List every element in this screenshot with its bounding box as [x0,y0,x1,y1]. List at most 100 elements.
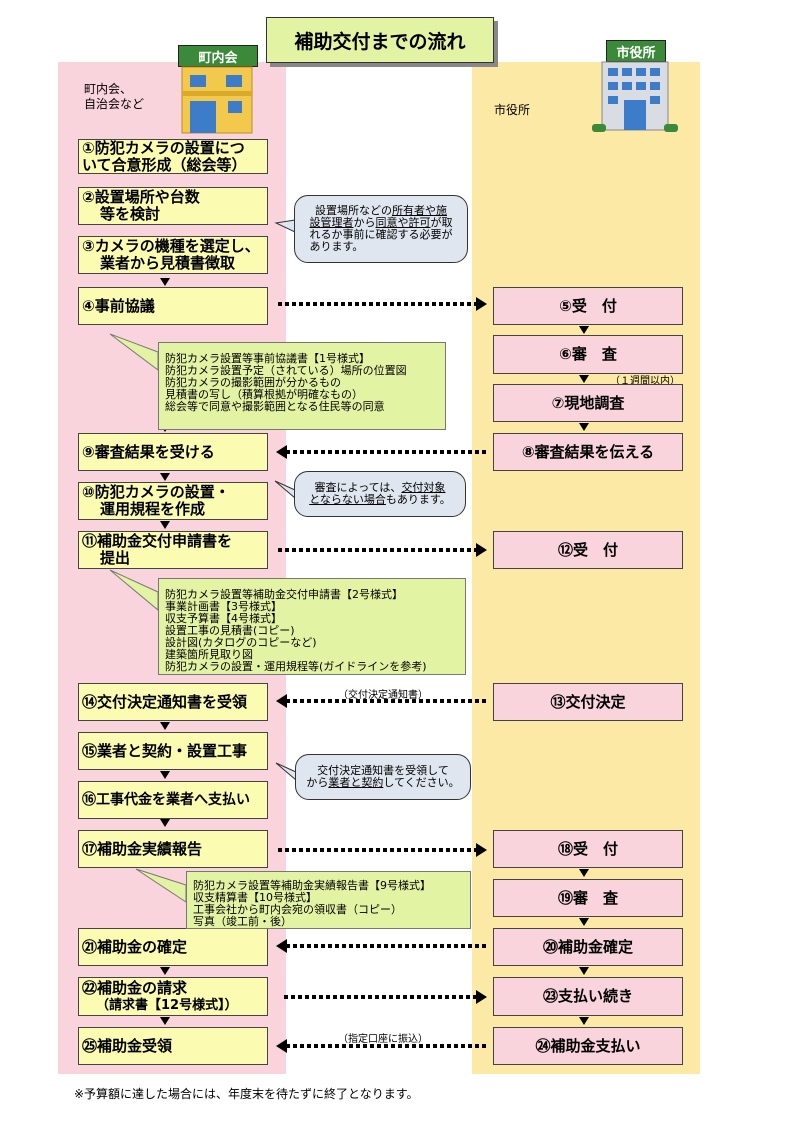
step-16-pay-contractor: ⑯工事代金を業者へ支払い [78,781,268,819]
step-11-submit-application: ⑪補助金交付申請書を提出 [78,531,268,569]
down-arrow-15 [160,722,170,730]
bubble-1-line2c: が取 [430,216,453,229]
step-11-line1: ⑪補助金交付申請書を [82,532,233,550]
note-2-line4: 設置工事の見積書(コピー) [165,624,295,637]
applicant-lane-label-line1: 町内会、 [84,82,133,96]
note-report-documents: 防犯カメラ設置等補助金実績報告書【9号様式】 収支精算書【10号様式】 工事会社… [186,871,471,929]
note-3-line3: 工事会社から町内会宛の領収書（コピー） [193,903,402,916]
step-23-payment-procedure: ㉓支払い続き [493,977,683,1016]
bubble-1-line3: れるか事前に確認する必要が [309,228,453,241]
step-6-review: ⑥審 査 [493,335,683,374]
step-2-line2: 等を検討 [100,205,161,223]
note-3-line1: 防犯カメラ設置等補助金実績報告書【9号様式】 [193,879,431,892]
bubble-1-line1u: 所有者や施 [392,204,447,217]
bubble-1-line2u2: 同意や許可 [375,216,431,229]
note-2-line2: 事業計画書【3号様式】 [165,600,282,613]
down-arrow-23 [579,967,589,975]
step-3-camera-selection: ③カメラの機種を選定し、業者から見積書徴取 [78,236,268,274]
step-3-line2: 業者から見積書徴取 [100,254,236,272]
city-office-sign: 市役所 [606,40,666,62]
note-prior-consultation-documents: 防犯カメラ設置等事前協議書【1号様式】 防犯カメラ設置予定（されている）場所の位… [158,342,446,430]
note-1-line3: 防犯カメラの撮影範囲が分かるもの [165,376,341,389]
step-18-reception: ⑱受 付 [493,830,683,868]
note-1-line5: 総会等で同意や撮影範囲となる住民等の同意 [165,400,385,413]
applicant-lane-label: 町内会、 自治会など [84,82,144,112]
note-2-line5: 設計図(カタログのコピーなど) [165,636,317,649]
step-5-reception: ⑤受 付 [493,287,683,325]
note-2-line1: 防犯カメラ設置等補助金交付申請書【2号様式】 [165,588,403,601]
city-office-lane-label: 市役所 [494,103,531,117]
step-22-line1: ㉒補助金の請求 [82,978,188,997]
step-17-performance-report: ⑰補助金実績報告 [78,830,268,868]
step-1-line1: ①防犯カメラの設置につ [82,138,245,157]
step-4-prior-consultation: ④事前協議 [78,287,268,325]
bubble-owner-permission: 設置場所などの所有者や施 設管理者から同意や許可が取 れるか事前に確認する必要が… [294,195,468,263]
step-1-consensus: ①防犯カメラの設置について合意形成（総会等） [78,139,268,174]
step-10-line2: 運用規程を作成 [100,500,206,518]
note-3-line2: 収支精算書【10号様式】 [193,891,317,904]
note-1-line1: 防犯カメラ設置等事前協議書【1号様式】 [165,352,370,365]
down-arrow-22 [160,967,170,975]
down-arrow-7 [579,375,589,383]
down-arrow-8 [579,423,589,431]
down-arrow-6 [579,326,589,334]
bubble-1-line2u1: 設管理者 [309,216,354,229]
down-arrow-4 [160,278,170,286]
step-1-line2: いて合意形成（総会等） [82,155,247,174]
bubble-1-line4: あります。 [309,240,364,253]
community-hall-sign: 町内会 [178,45,258,67]
bubble-2-line1a: 審査によっては、 [314,481,402,494]
bubble-2-line2u: とならない場合 [309,493,386,506]
down-arrow-19 [579,869,589,877]
step-21-subsidy-confirmed: ㉑補助金の確定 [78,928,268,966]
community-hall-icon: 町内会 [176,45,262,135]
down-arrow-20 [579,918,589,926]
step-22-subsidy-request: ㉒補助金の請求（請求書【12号様式】） [78,977,268,1016]
step-25-receive-subsidy: ㉕補助金受領 [78,1027,268,1065]
applicant-lane-label-line2: 自治会など [84,97,145,111]
step-12-reception: ⑫受 付 [493,531,683,569]
step-7-site-survey: ⑦現地調査 [493,384,683,422]
note-1-line4: 見積書の写し（積算根拠が明確なもの） [165,388,363,401]
step-24-subsidy-payment: ㉔補助金支払い [493,1027,683,1065]
note-application-documents: 防犯カメラ設置等補助金交付申請書【2号様式】 事業計画書【3号様式】 収支予算書… [158,578,466,675]
step-22-line2: （請求書【12号様式】） [96,997,238,1013]
step-9-receive-result: ⑨審査結果を受ける [78,433,268,471]
bubble-3-line2u: 業者と契約 [328,776,384,789]
step-19-review: ⑲審 査 [493,879,683,917]
step-3-line1: ③カメラの機種を選定し、 [82,237,260,255]
down-arrow-17 [160,819,170,827]
bubble-3-line2b: してください。 [383,776,460,789]
bubble-2-line2b: もあります。 [385,493,451,506]
step-10-create-rules: ⑩防犯カメラの設置・運用規程を作成 [78,482,268,520]
footnote: ※予算額に達した場合には、年度末を待たずに終了となります。 [74,1087,419,1101]
down-arrow-10 [160,473,170,481]
city-office-icon: 市役所 [590,40,682,135]
step-14-receive-notice: ⑭交付決定通知書を受領 [78,683,268,721]
down-arrow-11 [160,521,170,529]
bubble-3-line2a: から [306,776,329,789]
step-10-line1: ⑩防犯カメラの設置・ [82,483,230,501]
community-hall-building-icon [181,66,253,134]
note-1-line2: 防犯カメラ設置予定（されている）場所の位置図 [165,364,407,377]
down-arrow-24 [579,1017,589,1025]
step-13-grant-decision: ⑬交付決定 [493,683,683,721]
step-2-location-review: ②設置場所や台数等を検討 [78,187,268,225]
note-2-line6: 建築箇所見取り図 [165,648,253,661]
down-arrow-25 [160,1017,170,1025]
city-office-building-icon [592,61,678,132]
bubble-2-line1u: 交付対象 [401,481,446,494]
step-20-subsidy-fixed: ⑳補助金確定 [493,928,683,966]
step-2-line1: ②設置場所や台数 [82,188,200,206]
down-arrow-16 [160,771,170,779]
within-one-week-label: （１週間以内） [610,376,680,387]
bubble-1-line1a: 設置場所などの [315,204,392,217]
note-2-line7: 防犯カメラの設置・運用規程等(ガイドラインを参考) [165,660,427,673]
page-title: 補助交付までの流れ [266,17,494,63]
bubble-not-eligible: 審査によっては、交付対象 とならない場合もあります。 [294,471,466,517]
bubble-1-line2b: から [353,216,376,229]
grant-notice-label: （交付決定通知書） [338,690,428,701]
step-8-notify-result: ⑧審査結果を伝える [493,433,683,471]
step-15-contract-install: ⑮業者と契約・設置工事 [78,732,268,770]
